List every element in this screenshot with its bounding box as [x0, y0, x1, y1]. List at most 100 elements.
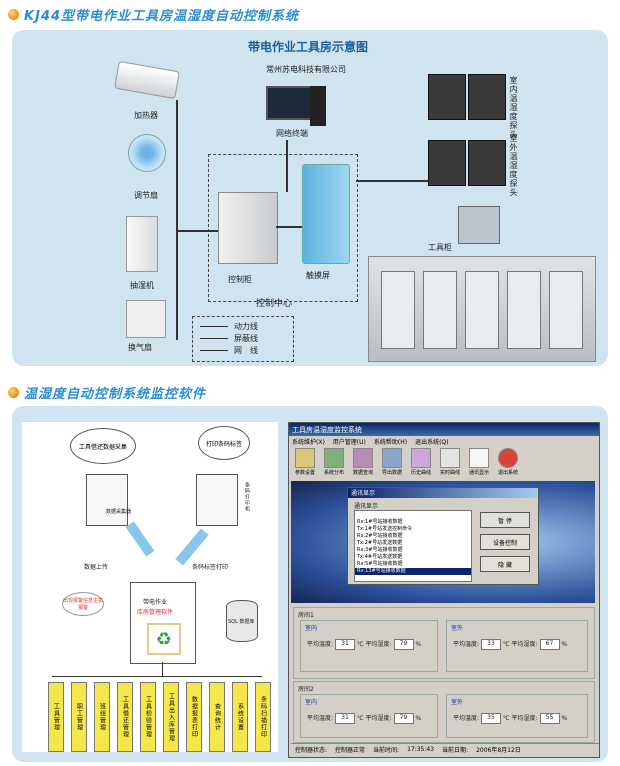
comm-log-line[interactable]: Rx:2#号站接收数据 [357, 533, 403, 539]
wire [356, 180, 428, 182]
toolbar-button-comm[interactable]: 通讯显示 [466, 448, 492, 478]
toolbar-button-exit[interactable]: 退出系统 [495, 448, 521, 478]
section-header-2: 温湿度自动控制系统监控软件 [8, 382, 206, 402]
comm-dialog-title: 通讯显示 [348, 488, 538, 498]
toolbar-button-distribution[interactable]: 系统分布 [321, 448, 347, 478]
software-box: 带电作业 库房管理软件 ♻ [130, 582, 196, 664]
room2-label: 房间2 [298, 686, 314, 693]
menu-item[interactable]: 系统维护(X) [292, 438, 325, 446]
center-label: 控制中心 [256, 299, 293, 309]
terminal-label: 网络终端 [276, 129, 308, 138]
temp-field[interactable]: 33 [480, 639, 501, 650]
upload-label: 数据上传 [84, 564, 109, 571]
bubble: 打印条码标签 [198, 426, 250, 460]
printer-label: 条码打印机 [244, 482, 250, 512]
comm-log-line[interactable]: Rx:3#号站接收数据 [357, 547, 403, 553]
control-center-box [208, 154, 358, 302]
wire [286, 140, 288, 192]
collector-label: 数据采集器 [106, 509, 132, 515]
comm-log-line[interactable]: Tx:2#号站发送数据 [357, 540, 403, 546]
section-header-1: KJ44型带电作业工具房温湿度自动控制系统 [8, 4, 299, 24]
toolbar-button-params[interactable]: 参数设置 [292, 448, 318, 478]
toolbar-button-export[interactable]: 导出数据 [379, 448, 405, 478]
probe-icon [468, 140, 506, 186]
probe-icon [428, 74, 466, 120]
module-item: 工具出入库管理 [163, 682, 179, 752]
toolbar: 参数设置 系统分布 数据查询 导出数据 历史曲线 实时曲线 通讯显示 退出系统 [289, 446, 599, 480]
comm-log-line[interactable]: Rx:13#号站接收数据 [355, 568, 471, 575]
touch-screen-icon [302, 164, 350, 264]
dehumidifier-icon [126, 216, 158, 272]
printer-icon [196, 474, 238, 526]
pc-tower-icon [310, 86, 326, 126]
module-item: 职工管理 [71, 682, 87, 752]
window-title-bar: 工具房温湿度监控系统 [289, 423, 599, 436]
hide-button[interactable]: 隐 藏 [480, 556, 530, 572]
controller-state: 控制器正常 [335, 747, 366, 754]
wire [176, 100, 178, 340]
software-box-sub: 库房管理软件 [137, 609, 174, 616]
window-title: 工具房温湿度监控系统 [292, 425, 362, 434]
alarm-bubble: 出现报警信息主机报警 [62, 592, 104, 616]
comm-log-line[interactable]: Rx:1#号站接收数据 [357, 519, 403, 525]
room2-group: 房间2 室内 平均温度: 31 ℃ 平均湿度: 79 % 室外 平均温度: 35… [293, 681, 595, 743]
device-control-button[interactable]: 设备控制 [480, 534, 530, 550]
exhaust-fan-icon [126, 300, 166, 338]
comm-log-line[interactable]: Rx:5#号站接收数据 [357, 561, 403, 567]
room2-outdoor: 室外 平均温度: 35 ℃ 平均湿度: 55 % [446, 694, 588, 738]
menu-item[interactable]: 系统帮助(H) [373, 438, 408, 446]
humidity-field[interactable]: 79 [393, 639, 414, 650]
status-bar: 控制器状态: 控制器正常 当前时间: 17:35:43 当前日期: 2006年8… [291, 743, 599, 755]
arrow-up-icon [175, 528, 209, 566]
module-item: 工具管理 [48, 682, 64, 752]
heater-label: 加热器 [134, 111, 158, 120]
menu-item[interactable]: 用户管理(U) [332, 438, 366, 446]
module-item: 条码扫描打印 [255, 682, 271, 752]
temp-field[interactable]: 35 [480, 713, 501, 724]
arrow-down-icon [125, 521, 155, 557]
humidity-field[interactable]: 55 [539, 713, 560, 724]
section-title-2: 温湿度自动控制系统监控软件 [24, 386, 207, 402]
outdoor-probe-label: 室外温湿度探头 [509, 134, 518, 197]
room1-group: 房间1 室内 平均温度: 31 ℃ 平均湿度: 79 % 室外 平均温度: 33… [293, 607, 595, 679]
current-date: 2006年8月12日 [476, 747, 521, 754]
humidity-field[interactable]: 79 [393, 713, 414, 724]
toolbar-button-history[interactable]: 历史曲线 [408, 448, 434, 478]
software-panel: 工具借还数据采集 打印条码标签 数据采集器 条码打印机 数据上传 条码标签打印 … [12, 406, 608, 762]
barcode-scanner-icon [86, 474, 128, 526]
module-item: 系统设置 [232, 682, 248, 752]
indoor-probe-label: 室内温湿度探头 [509, 76, 518, 139]
toolbar-button-query[interactable]: 数据查询 [350, 448, 376, 478]
toolbar-button-realtime[interactable]: 实时曲线 [437, 448, 463, 478]
pause-button[interactable]: 暂 停 [480, 512, 530, 528]
print-label: 条码标签打印 [192, 564, 229, 571]
tool-room-photo [368, 256, 596, 362]
comm-caption: 通讯显示 [354, 503, 379, 510]
wire [276, 226, 302, 228]
control-cabinet-icon [218, 192, 278, 264]
bullet-icon [8, 8, 19, 20]
room1-indoor: 室内 平均温度: 31 ℃ 平均湿度: 79 % [300, 620, 438, 672]
current-time: 17:35:43 [407, 746, 435, 753]
humidity-field[interactable]: 67 [539, 639, 560, 650]
room1-label: 房间1 [298, 612, 314, 619]
module-item: 工具借还管理 [117, 682, 133, 752]
probe-icon [468, 74, 506, 120]
section-title-1: KJ44型带电作业工具房温湿度自动控制系统 [24, 8, 300, 24]
menu-item[interactable]: 退出系统(Q) [415, 438, 449, 446]
comm-log-line[interactable]: Tx:4#号站发送数据 [357, 554, 403, 560]
probe-icon [428, 140, 466, 186]
heater-icon [114, 60, 180, 100]
module-item: 查询统计 [209, 682, 225, 752]
software-box-title: 带电作业 [143, 599, 168, 606]
legend-box [192, 316, 294, 362]
touch-label: 触摸屏 [306, 271, 330, 280]
fan-icon [128, 134, 166, 172]
module-item: 数据报表打印 [186, 682, 202, 752]
temp-field[interactable]: 31 [334, 639, 355, 650]
temp-field[interactable]: 31 [334, 713, 355, 724]
room1-outdoor: 室外 平均温度: 33 ℃ 平均湿度: 67 % [446, 620, 588, 672]
comm-log-line[interactable]: Tx:1#号站发送控制命令 [357, 526, 413, 532]
